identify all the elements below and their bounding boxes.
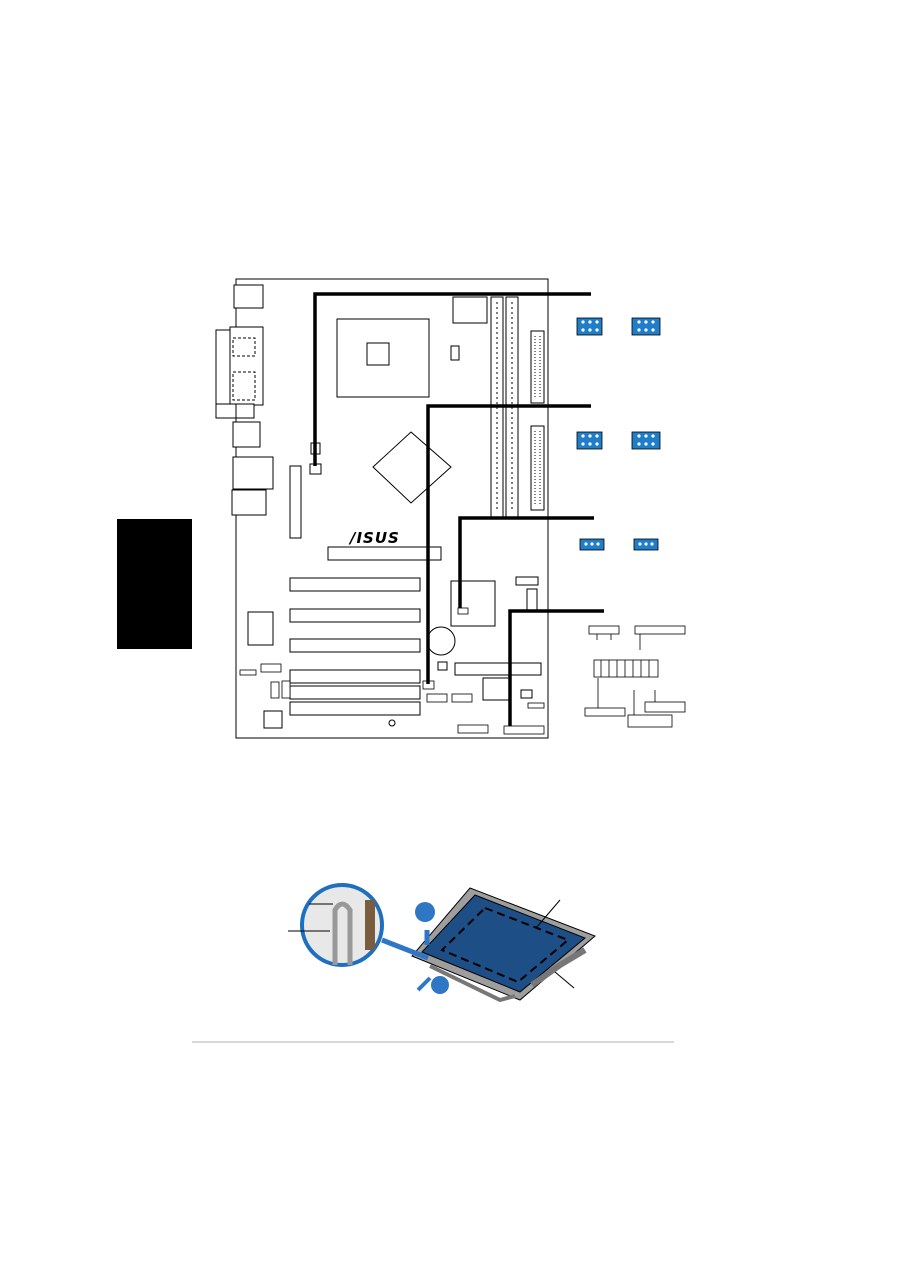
brand-logo: /ISUS (350, 529, 400, 547)
panel-header-schematic (584, 625, 686, 728)
ide-connectors (530, 330, 545, 511)
battery (426, 626, 456, 656)
pci-slots (289, 546, 442, 716)
callout-lines (313, 292, 604, 726)
southbridge-chip (450, 580, 496, 627)
lever-zoom (300, 883, 384, 967)
jumper-icon (576, 317, 661, 551)
cpu-socket-illustration (288, 883, 596, 1003)
step-marker-2 (431, 976, 449, 994)
section-tab (117, 519, 192, 649)
lever-arrow-icon (416, 976, 432, 992)
agp-slot (289, 465, 302, 539)
northbridge-chip (372, 431, 452, 504)
cpu-socket (336, 318, 430, 398)
footer-rule (192, 1041, 674, 1043)
step-marker-1 (415, 902, 435, 922)
rear-io-ports (215, 284, 274, 516)
